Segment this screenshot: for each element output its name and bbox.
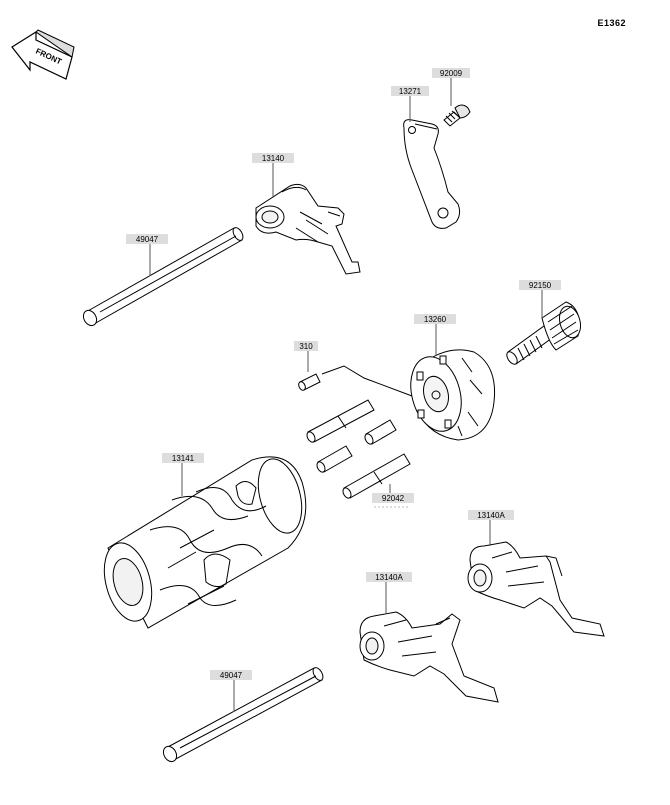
part-number: 49047	[220, 671, 243, 680]
shift-drum	[103, 456, 307, 629]
callout-13260: 13260	[414, 314, 456, 356]
part-number: 92009	[440, 69, 463, 78]
dowel-pins	[306, 399, 411, 499]
part-number: 49047	[136, 235, 159, 244]
front-arrow-icon: FRONT	[11, 29, 75, 80]
diagram-id: E1362	[597, 18, 626, 28]
callout-92009: 92009	[432, 68, 470, 106]
callout-13140A-right: 13140A	[468, 510, 514, 546]
part-number: 13140A	[375, 573, 403, 582]
callout-13140A-center: 13140A	[366, 572, 412, 614]
part-number: 92042	[382, 494, 405, 503]
callout-92150: 92150	[519, 280, 561, 318]
part-number: 13140	[262, 154, 285, 163]
shift-fork-upper	[255, 183, 361, 275]
gear-pin-part	[506, 301, 582, 365]
callout-92042: 92042	[372, 484, 414, 508]
part-number: 92150	[529, 281, 552, 290]
callout-49047-lower: 49047	[210, 670, 252, 712]
part-number: 13271	[399, 87, 422, 96]
shaft-upper	[82, 227, 244, 327]
shift-fork-right	[467, 541, 605, 637]
shift-fork-center	[359, 611, 499, 703]
callout-13140: 13140	[252, 153, 294, 198]
callout-49047-upper: 49047	[126, 234, 168, 276]
shift-drum-cam	[410, 349, 496, 441]
bolt-part	[443, 104, 471, 127]
pin-310	[298, 365, 413, 397]
part-number: 13140A	[477, 511, 505, 520]
callout-13141: 13141	[162, 453, 204, 496]
shaft-lower	[162, 667, 324, 763]
part-number: 13141	[172, 454, 195, 463]
part-number: 310	[299, 342, 313, 351]
callout-310: 310	[294, 341, 318, 372]
callout-13271: 13271	[391, 86, 429, 122]
bracket-part	[403, 119, 461, 229]
part-number: 13260	[424, 315, 447, 324]
